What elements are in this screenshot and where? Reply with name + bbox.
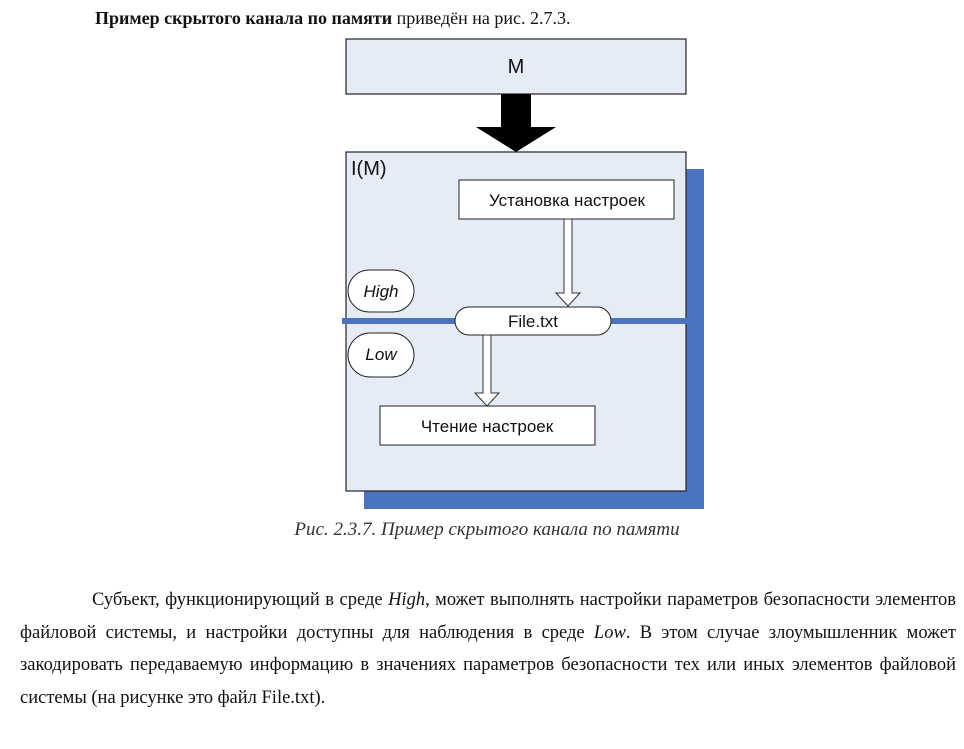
- intro-rest: приведён на рис. 2.7.3.: [392, 8, 571, 28]
- para-part2: , может выполнять настройки параметров б…: [20, 590, 957, 643]
- para-em-low: Low: [593, 622, 626, 643]
- settings-write-label: Установка настроек: [489, 191, 646, 210]
- low-label: Low: [365, 345, 398, 364]
- settings-read-label: Чтение настроек: [421, 417, 554, 436]
- file-label: File.txt: [508, 312, 558, 331]
- figure-caption: Рис. 2.3.7. Пример скрытого канала по па…: [0, 519, 964, 541]
- para-part3: . В этом случае злоумышленник может зако…: [20, 622, 956, 708]
- top-box-m: [345, 38, 687, 95]
- intro-bold: Пример скрытого канала по памяти: [95, 8, 393, 28]
- intro-line: Пример скрытого канала по памяти приведё…: [95, 6, 571, 30]
- figure-caption-text: Рис. 2.3.7. Пример скрытого канала по па…: [294, 519, 680, 540]
- file-pill: [454, 306, 612, 336]
- down-arrow-icon: [476, 94, 556, 152]
- write-arrow-icon: [554, 218, 582, 307]
- low-oval: [347, 332, 415, 378]
- read-arrow-icon: [473, 334, 501, 407]
- container-label: I(M): [351, 158, 387, 180]
- body-paragraph: Субъект, функционирующий в среде High, м…: [20, 584, 956, 714]
- para-em-high: High: [388, 590, 426, 610]
- covert-channel-diagram: M I(M) Установка настроек File.txt Чтени…: [342, 38, 704, 509]
- high-oval: [347, 269, 415, 313]
- high-label: High: [364, 282, 399, 301]
- top-box-label: M: [508, 56, 525, 78]
- para-part1: Субъект, функционирующий в среде: [92, 590, 389, 610]
- settings-read-box: [379, 405, 596, 446]
